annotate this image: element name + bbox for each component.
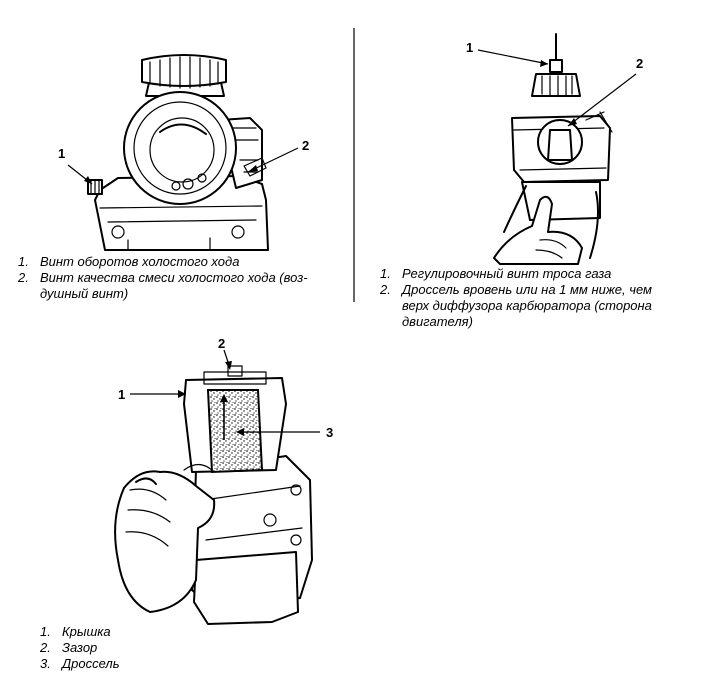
figure-3-drawing: 1 2 3: [114, 336, 333, 625]
fig1-jet-2: [182, 178, 194, 190]
fig1-bolt-right: [231, 225, 245, 239]
fig1-callout-2: 2: [302, 138, 309, 153]
fig3-bolt-3: [290, 534, 302, 546]
fig3-callout-3-arrowhead: [236, 428, 244, 436]
fig2-slide-cutaway: [547, 129, 573, 161]
fig1-jet-3: [197, 173, 207, 183]
fig2-callout-1-leader: [477, 49, 549, 65]
fig3-legend-item-1-num: 1.: [40, 624, 51, 639]
figure-2-drawing: 1 2: [466, 33, 643, 265]
fig2-callout-1-arrowhead: [540, 60, 548, 67]
figure-1-drawing: 1 2: [58, 54, 309, 251]
fig3-bolt-2: [290, 484, 302, 496]
fig2-hand: [493, 195, 583, 265]
fig3-legend-item-3: 3. Дроссель: [40, 656, 240, 672]
fig1-bore-inner: [149, 117, 215, 183]
fig2-bore: [537, 119, 583, 165]
fig1-jet-1: [171, 181, 181, 191]
fig2-legend-item-1: 1. Регулировочный винт троса газа: [380, 266, 700, 282]
fig3-callout-1: 1: [118, 387, 125, 402]
fig3-callout-3: 3: [326, 425, 333, 440]
fig1-side-details: [231, 127, 259, 173]
fig3-legend-item-1: 1. Крышка: [40, 624, 240, 640]
fig3-legend-item-3-num: 3.: [40, 656, 51, 671]
fig2-legend-item-2: 2. Дроссель вровень или на 1 мм ниже, че…: [380, 282, 700, 330]
fig1-legend-item-2-text: Винт качества смеси холостого хода (воз-: [40, 270, 308, 285]
fig2-callout-1: 1: [466, 40, 473, 55]
fig3-bolt-1: [263, 513, 277, 527]
fig3-callout-2: 2: [218, 336, 225, 351]
figure-3-legend: 1. Крышка 2. Зазор 3. Дроссель: [40, 624, 240, 672]
fig2-drain-tube: [589, 191, 599, 259]
fig1-legend-item-1-num: 1.: [18, 254, 29, 269]
fig3-legend-item-2-num: 2.: [40, 640, 51, 655]
fig3-legend-item-2-text: Зазор: [62, 640, 98, 655]
fig3-thumbnail: [135, 477, 157, 485]
fig2-legend-item-1-num: 1.: [380, 266, 391, 281]
fig3-hand-fingers: [125, 463, 215, 547]
fig1-bore-ring: [133, 101, 227, 195]
fig1-legend-item-2-cont: душный винт): [40, 286, 129, 301]
fig3-legend-item-3-text: Дроссель: [62, 656, 120, 671]
fig3-slide-arrowhead: [220, 394, 228, 402]
fig3-callout-2-arrowhead: [225, 361, 232, 370]
figure-1-legend: 1. Винт оборотов холостого хода 2. Винт …: [18, 254, 348, 302]
fig1-callout-2-arrowhead: [248, 165, 258, 172]
fig1-legend-item-1-text: Винт оборотов холостого хода: [40, 254, 240, 269]
fig3-hand: [114, 470, 216, 613]
fig3-throttle-slide: [206, 389, 264, 474]
fig2-callout-2-arrowhead: [568, 118, 577, 126]
fig2-legend-item-2-cont2: двигателя): [402, 314, 473, 329]
fig1-body: [94, 175, 269, 251]
fig2-cap-ridges: [541, 75, 573, 96]
fig1-cap: [141, 54, 227, 87]
fig1-cap-ridges: [149, 56, 219, 89]
fig1-bolt-left: [111, 225, 125, 239]
figure-2-legend: 1. Регулировочный винт троса газа 2. Дро…: [380, 266, 700, 330]
fig3-float-bowl: [193, 551, 299, 625]
fig2-callout-2: 2: [636, 56, 643, 71]
fig3-callout-1-arrowhead: [178, 390, 186, 398]
fig1-callout-1-arrowhead: [84, 176, 92, 184]
fig1-legend-item-1: 1. Винт оборотов холостого хода: [18, 254, 348, 270]
fig1-bore-slide: [159, 123, 207, 135]
fig3-gap-slot: [227, 365, 243, 377]
fig1-callout-1: 1: [58, 146, 65, 161]
fig3-cover-top: [203, 371, 267, 385]
fig2-float-bowl: [521, 181, 601, 221]
fig3-legend-item-2: 2. Зазор: [40, 640, 240, 656]
fig2-legend-item-2-num: 2.: [380, 282, 391, 297]
fig1-legend-item-2: 2. Винт качества смеси холостого хода (в…: [18, 270, 348, 302]
fig2-hand-fingers: [535, 239, 567, 259]
fig1-air-screw: [243, 157, 267, 177]
fig2-cap: [531, 73, 581, 97]
fig1-bore-outer: [123, 91, 237, 205]
fig2-legend-item-2-cont1: верх диффузора карбюратора (сторона: [402, 298, 652, 313]
fig2-callout-2-leader: [567, 73, 637, 127]
fig2-cable-adjuster: [549, 59, 563, 73]
fig2-overflow-tube: [503, 185, 527, 233]
fig2-legend-item-1-text: Регулировочный винт троса газа: [402, 266, 612, 281]
fig1-lower-plate: [99, 205, 263, 251]
fig2-legend-item-2-text: Дроссель вровень или на 1 мм ниже, чем: [402, 282, 652, 297]
fig3-body-details: [203, 485, 303, 621]
fig1-legend-item-2-num: 2.: [18, 270, 29, 285]
fig3-legend-item-1-text: Крышка: [62, 624, 111, 639]
